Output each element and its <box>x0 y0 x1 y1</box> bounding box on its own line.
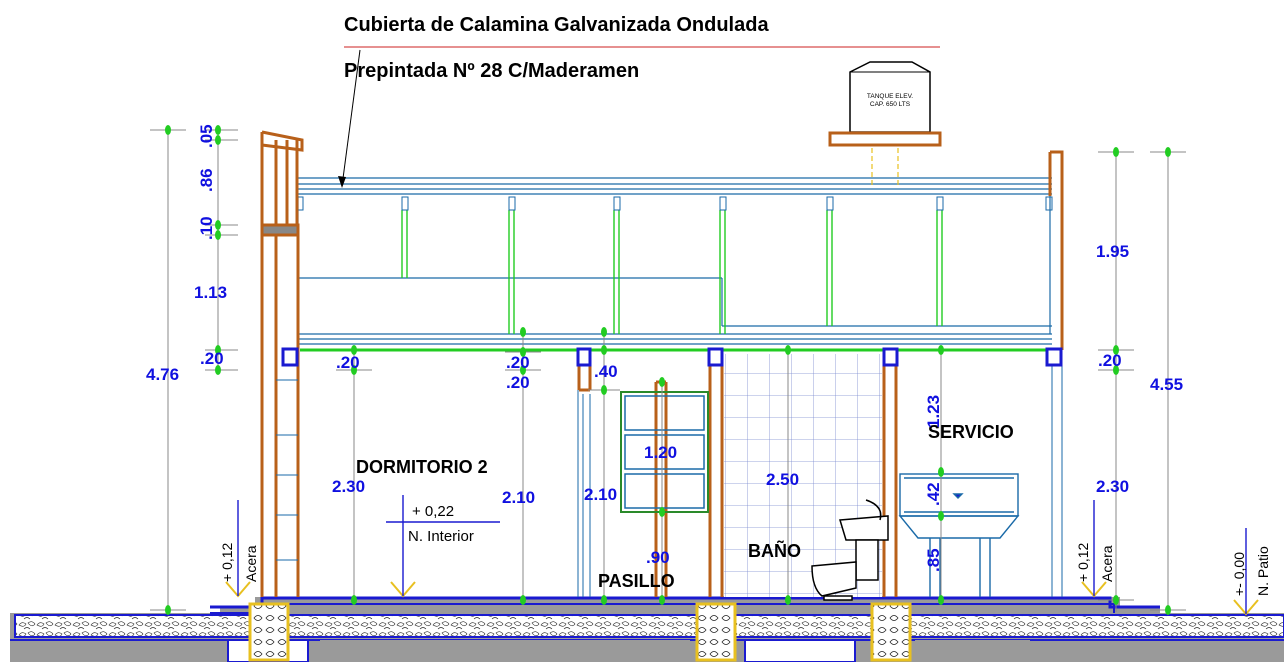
dim-serv-42: .42 <box>924 482 943 506</box>
foundation <box>10 596 1284 662</box>
level-marker-lines <box>237 495 1247 614</box>
tank-label-line2: CAP. 650 LTS <box>870 101 911 108</box>
dim-left-20: .20 <box>200 349 224 368</box>
interior-level-label: N. Interior <box>408 528 474 545</box>
dim-pas-210: 2.10 <box>584 485 617 504</box>
walls <box>260 130 1064 597</box>
dim-pas-40: .40 <box>594 362 618 381</box>
sink <box>898 473 1020 597</box>
dim-right-230: 2.30 <box>1096 477 1129 496</box>
dim-serv-123: 1.23 <box>924 395 943 428</box>
dim-dorm-20: .20 <box>336 353 360 372</box>
room-label-dormitorio: DORMITORIO 2 <box>356 457 488 477</box>
leader-arrow-icon <box>338 176 346 188</box>
roof-spec-line1: Cubierta de Calamina Galvanizada Ondulad… <box>344 14 769 36</box>
dim-left-113: 1.13 <box>194 283 227 302</box>
dim-left-10: .10 <box>197 216 216 240</box>
room-label-pasillo: PASILLO <box>598 571 675 591</box>
partitions <box>276 350 1063 597</box>
tank-label-line1: TANQUE ELEV. <box>867 93 913 100</box>
water-tank: TANQUE ELEV. CAP. 650 LTS <box>828 61 942 188</box>
acera-right-value: + 0,12 <box>1075 542 1091 582</box>
dim-right-455: 4.55 <box>1150 375 1183 394</box>
acera-right-label: Acera <box>1099 545 1115 582</box>
dim-left-86: .86 <box>197 168 216 192</box>
room-label-servicio: SERVICIO <box>928 422 1014 442</box>
dim-left-476: 4.76 <box>146 365 179 384</box>
dim-window-120: 1.20 <box>644 443 677 462</box>
dim-right-195: 1.95 <box>1096 242 1129 261</box>
leader-line <box>341 49 361 187</box>
dim-left-05: .05 <box>197 124 216 148</box>
dim-mid-20b: .20 <box>506 373 530 392</box>
acera-left-value: + 0,12 <box>219 542 235 582</box>
interior-level-value: + 0,22 <box>412 503 454 520</box>
room-label-bano: BAÑO <box>748 540 801 561</box>
ring-beams <box>281 347 1063 367</box>
roof-structure <box>296 177 1053 352</box>
patio-level-value: +- 0,00 <box>1231 552 1247 596</box>
dim-right-20: .20 <box>1098 351 1122 370</box>
patio-level-label: N. Patio <box>1255 546 1271 596</box>
dim-bano-250: 2.50 <box>766 470 799 489</box>
dim-serv-85: .85 <box>924 548 943 572</box>
dimension-ticks <box>165 125 1171 615</box>
dim-mid-20a: .20 <box>506 353 530 372</box>
acera-left-label: Acera <box>243 545 259 582</box>
dim-pas-90: .90 <box>646 548 670 567</box>
dim-dorm-230: 2.30 <box>332 477 365 496</box>
toilet <box>811 499 889 601</box>
dim-mid-210: 2.10 <box>502 488 535 507</box>
roof-spec-line2: Prepintada Nº 28 C/Maderamen <box>344 60 639 82</box>
dimension-lines <box>150 129 1186 612</box>
